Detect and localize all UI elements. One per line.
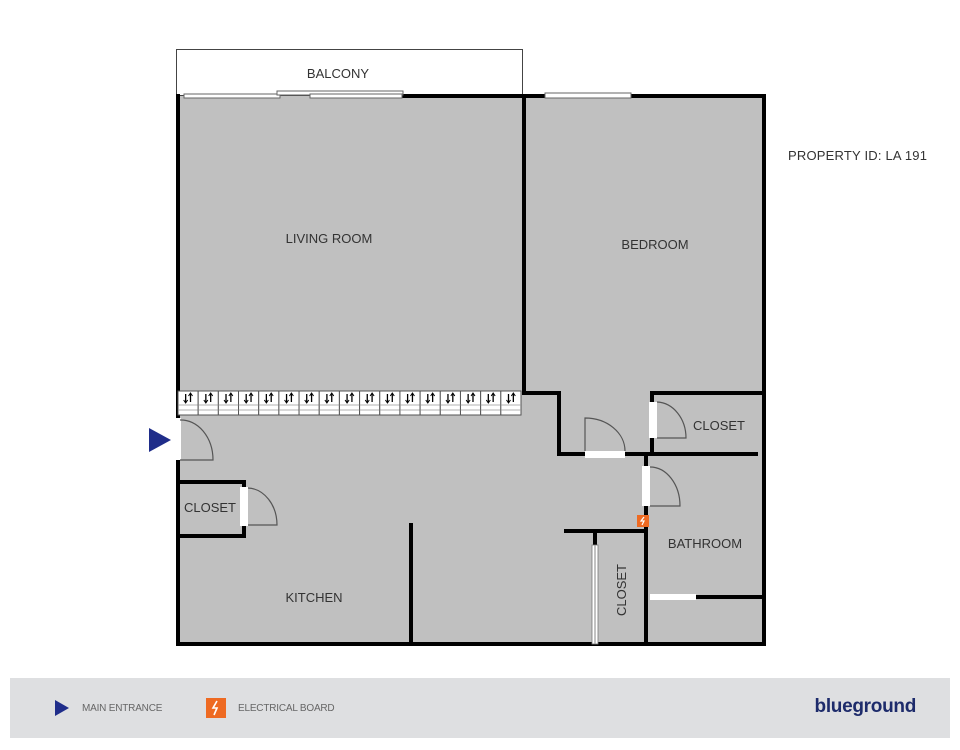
cabinet-unit xyxy=(217,390,240,416)
windows xyxy=(183,90,632,99)
room-label-balcony: BALCONY xyxy=(307,66,369,81)
room-label-kitchen: KITCHEN xyxy=(285,590,342,605)
balcony-area xyxy=(176,49,523,96)
legend-item-main-entrance: MAIN ENTRANCE xyxy=(54,678,162,738)
brand-logo: blueground xyxy=(814,696,917,717)
walls xyxy=(176,94,766,646)
room-fills xyxy=(178,96,764,644)
legend-label: MAIN ENTRANCE xyxy=(82,702,163,714)
cabinet-unit xyxy=(500,390,522,416)
cabinet-unit xyxy=(338,390,361,416)
cabinet-unit xyxy=(439,390,461,416)
doors xyxy=(176,401,696,645)
room-label-living-room: LIVING ROOM xyxy=(286,231,373,246)
lightning-icon xyxy=(206,698,226,718)
room-label-hall-closet: CLOSET xyxy=(614,564,629,616)
room-label-entry-closet: CLOSET xyxy=(184,500,236,515)
kitchen-cabinets xyxy=(177,390,522,416)
cabinet-unit xyxy=(278,390,300,416)
cabinet-unit xyxy=(419,390,441,416)
room-label-bedroom: BEDROOM xyxy=(621,237,688,252)
cabinet-unit xyxy=(379,390,401,416)
room-labels: BALCONY LIVING ROOM BEDROOM CLOSET CLOSET KIT… xyxy=(184,66,745,616)
cabinet-unit xyxy=(258,390,280,416)
cabinet-unit xyxy=(459,390,482,416)
cabinet-unit xyxy=(298,390,320,416)
cabinet-unit xyxy=(197,390,219,416)
cabinet-unit xyxy=(318,390,340,416)
legend-label: ELECTRICAL BOARD xyxy=(238,702,335,714)
cabinet-unit xyxy=(399,390,421,416)
main-entrance-icon xyxy=(149,428,171,452)
electrical-board-icon xyxy=(637,515,649,527)
floor-plan: BALCONY LIVING ROOM BEDROOM CLOSET CLOSET KIT… xyxy=(149,49,766,646)
cabinet-unit xyxy=(480,390,502,416)
triangle-right-icon xyxy=(55,700,69,716)
room-label-bedroom-closet: CLOSET xyxy=(693,418,745,433)
cabinet-unit xyxy=(177,390,199,416)
cabinet-unit xyxy=(359,390,381,416)
legend-bar: MAIN ENTRANCE ELECTRICAL BOARD bluegroun… xyxy=(10,678,950,738)
cabinet-unit xyxy=(238,390,260,416)
legend-item-electrical-board: ELECTRICAL BOARD xyxy=(206,678,335,738)
property-id: PROPERTY ID: LA 191 xyxy=(788,148,928,163)
room-label-bathroom: BATHROOM xyxy=(668,536,742,551)
